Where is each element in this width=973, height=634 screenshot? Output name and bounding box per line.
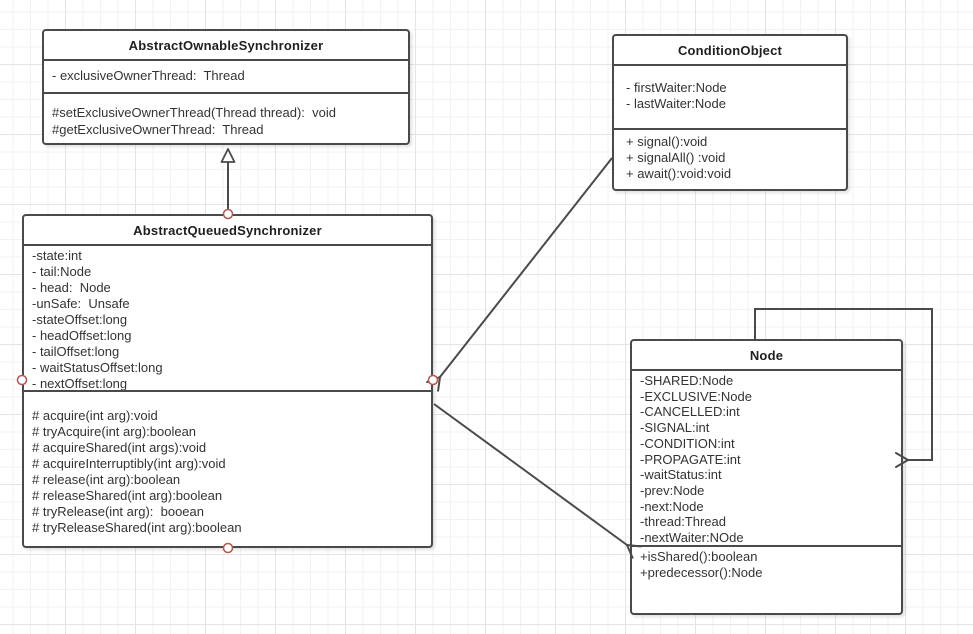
member-line: - head: Node	[32, 280, 111, 295]
class-box-abstract-queued-synchronizer[interactable]: AbstractQueuedSynchronizer -state:int- t…	[22, 214, 433, 548]
class-title: AbstractOwnableSynchronizer	[128, 37, 324, 53]
member-line: -EXCLUSIVE:Node	[640, 388, 752, 404]
member-line: -CANCELLED:int	[640, 404, 740, 420]
member-line: -SHARED:Node	[640, 373, 734, 388]
member-line: +predecessor():Node	[640, 565, 763, 580]
member-line: # acquire(int arg):void	[32, 408, 158, 423]
member-line: - waitStatusOffset:long	[32, 360, 163, 375]
member-line: +isShared():boolean	[640, 549, 758, 564]
class-title: AbstractQueuedSynchronizer	[133, 222, 322, 238]
member-line: -nextWaiter:NOde	[640, 530, 744, 545]
association-arrow-aqs-to-node[interactable]	[433, 403, 642, 559]
member-line: -next:Node	[640, 498, 704, 514]
member-line: -thread:Thread	[640, 514, 726, 530]
class-attributes: -SHARED:Node-EXCLUSIVE:Node-CANCELLED:in…	[632, 369, 901, 545]
class-methods: +isShared():boolean+predecessor():Node	[632, 545, 901, 613]
member-line: -CONDITION:int	[640, 435, 735, 451]
member-line: -state:int	[32, 248, 82, 263]
member-line: - lastWaiter:Node	[626, 96, 726, 111]
class-title: Node	[749, 347, 784, 363]
member-line: # acquireShared(int args):void	[32, 440, 207, 455]
member-line: - headOffset:long	[32, 328, 132, 343]
member-line: -unSafe: Unsafe	[32, 296, 130, 311]
member-line: #setExclusiveOwnerThread(Thread thread):…	[52, 105, 336, 120]
member-line: -prev:Node	[640, 482, 705, 498]
member-line: # tryAcquire(int arg):boolean	[32, 424, 197, 439]
member-line: -SIGNAL:int	[640, 420, 710, 436]
member-line: + signalAll() :void	[626, 150, 726, 165]
class-attributes: - firstWaiter:Node- lastWaiter:Node	[614, 64, 846, 128]
member-line: # releaseShared(int arg):boolean	[32, 488, 223, 503]
class-box-abstract-ownable-synchronizer[interactable]: AbstractOwnableSynchronizer - exclusiveO…	[42, 29, 410, 145]
member-line: -PROPAGATE:int	[640, 451, 741, 467]
class-box-condition-object[interactable]: ConditionObject - firstWaiter:Node- last…	[612, 34, 848, 191]
member-line: - tailOffset:long	[32, 344, 120, 359]
class-methods: # acquire(int arg):void# tryAcquire(int …	[24, 390, 431, 546]
member-line: - nextOffset:long	[32, 376, 128, 390]
member-line: # release(int arg):boolean	[32, 472, 181, 487]
member-line: - tail:Node	[32, 264, 92, 279]
member-line: #getExclusiveOwnerThread: Thread	[52, 122, 264, 137]
member-line: + await():void:void	[626, 166, 732, 181]
class-methods: + signal():void+ signalAll() :void+ awai…	[614, 128, 846, 189]
class-box-node[interactable]: Node -SHARED:Node-EXCLUSIVE:Node-CANCELL…	[630, 339, 903, 615]
class-attributes: -state:int- tail:Node- head: Node-unSafe…	[24, 244, 431, 390]
class-attributes: - exclusiveOwnerThread: Thread	[44, 59, 408, 92]
member-line: - firstWaiter:Node	[626, 80, 727, 95]
member-line: # tryReleaseShared(int arg):boolean	[32, 520, 242, 535]
member-line: # acquireInterruptibly(int arg):void	[32, 456, 226, 471]
member-line: # tryRelease(int arg): booean	[32, 504, 204, 519]
member-line: + signal():void	[626, 134, 708, 149]
member-line: - exclusiveOwnerThread: Thread	[52, 68, 245, 83]
class-title: ConditionObject	[677, 42, 783, 58]
association-arrow-conditionobject-to-aqs[interactable]	[426, 157, 613, 392]
member-line: -waitStatus:int	[640, 467, 722, 483]
class-methods: #setExclusiveOwnerThread(Thread thread):…	[44, 92, 408, 143]
member-line: -stateOffset:long	[32, 312, 128, 327]
